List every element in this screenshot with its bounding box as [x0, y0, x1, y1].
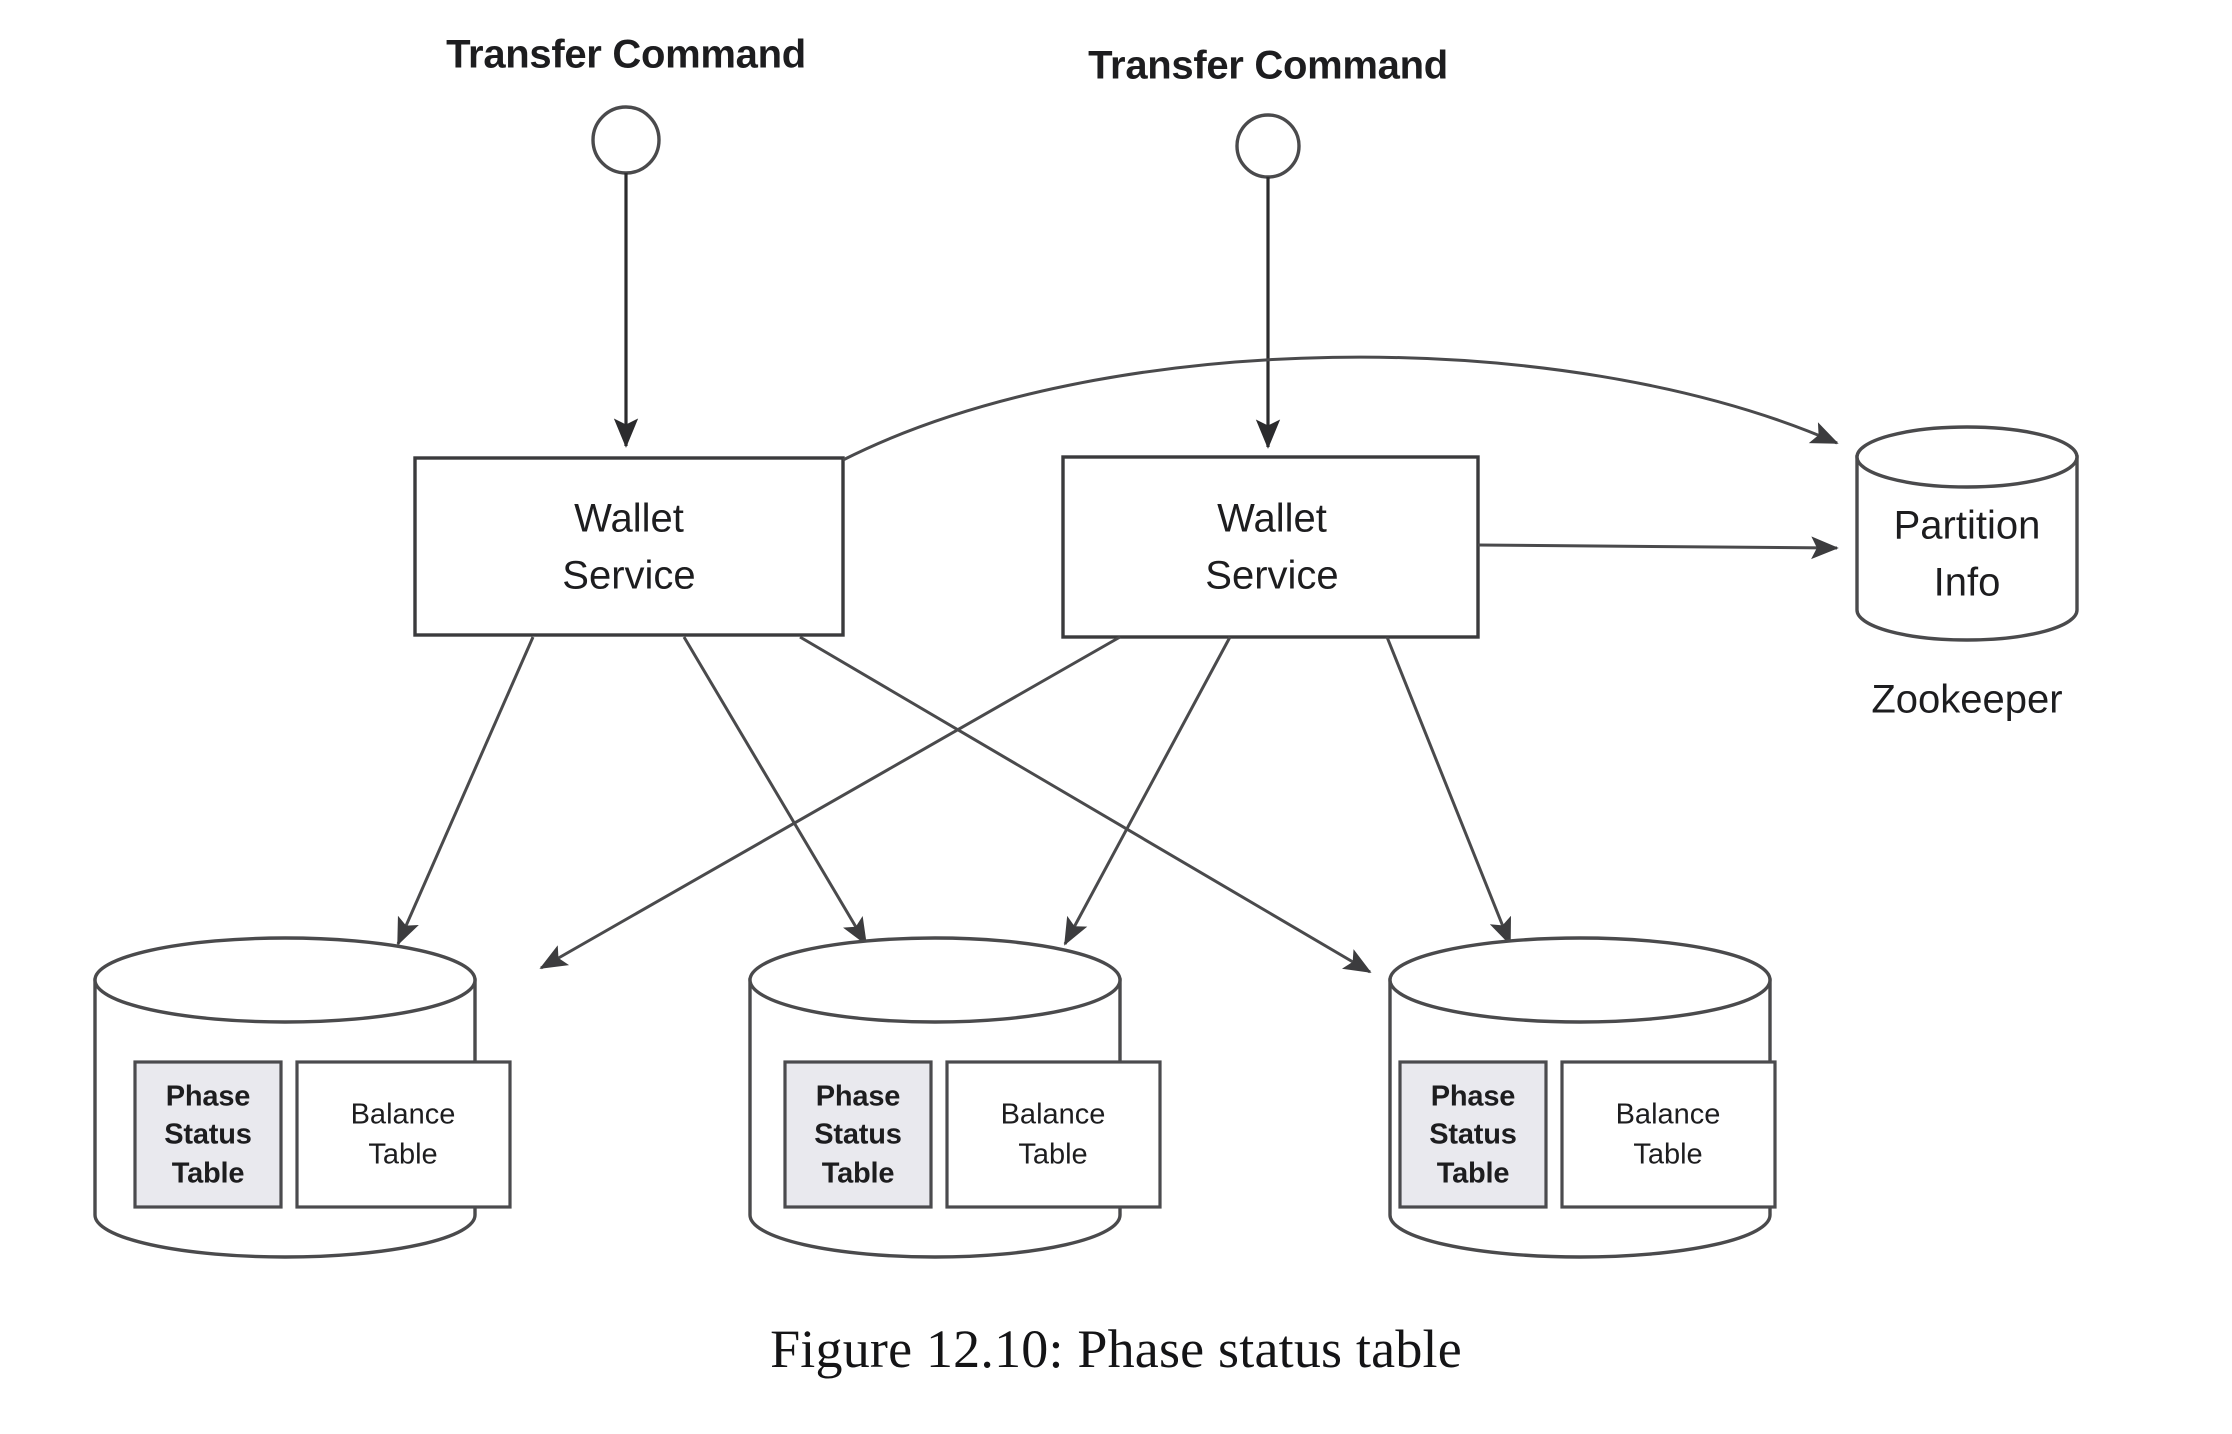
phase-status-line3-db3: Table — [1437, 1158, 1510, 1190]
cylinder-top-ellipse — [93, 936, 477, 1024]
balance-line1-db1: Balance — [351, 1099, 456, 1131]
edge-service1-to-zookeeper — [842, 355, 1839, 462]
edge-service1-to-db3 — [799, 635, 1372, 974]
cylinder-body — [1855, 455, 2079, 642]
phase-status-line1-db2: Phase — [816, 1081, 901, 1113]
phase-status-line1-db1: Phase — [166, 1081, 251, 1113]
phase-status-table-box[interactable] — [133, 1060, 283, 1209]
wallet-service-label-2-line2: Service — [1205, 554, 1338, 598]
phase-status-line2-db1: Status — [164, 1119, 251, 1151]
wallet-service-label-1-line1: Wallet — [574, 497, 684, 541]
wallet-service-box-1[interactable] — [413, 456, 845, 637]
database-cylinder-2[interactable] — [748, 936, 1162, 1259]
edge-service1-to-db2 — [682, 636, 868, 946]
database-cylinder-3[interactable] — [1388, 936, 1777, 1259]
zookeeper-caption: Zookeeper — [1871, 678, 2062, 722]
edge-service2-to-db1 — [539, 635, 1121, 970]
edge-service1-to-db1 — [396, 636, 535, 946]
circle-node-icon — [591, 105, 661, 175]
circle-node-icon — [1235, 113, 1301, 179]
phase-status-line3-db1: Table — [172, 1158, 245, 1190]
balance-table-box[interactable] — [945, 1060, 1162, 1209]
balance-line1-db3: Balance — [1616, 1099, 1721, 1131]
cylinder-top-ellipse — [748, 936, 1122, 1024]
transfer-command-label-1: Transfer Command — [446, 33, 806, 77]
balance-line1-db2: Balance — [1001, 1099, 1106, 1131]
phase-status-table-box[interactable] — [1398, 1060, 1548, 1209]
partition-info-label-line2: Info — [1934, 561, 2001, 605]
cylinder-top-ellipse — [1388, 936, 1772, 1024]
edge-service2-to-db2 — [1063, 636, 1232, 946]
phase-status-line2-db3: Status — [1429, 1119, 1516, 1151]
phase-status-line2-db2: Status — [814, 1119, 901, 1151]
figure-caption: Figure 12.10: Phase status table — [770, 1319, 1462, 1379]
balance-table-box[interactable] — [1560, 1060, 1777, 1209]
phase-status-table-box[interactable] — [783, 1060, 933, 1209]
partition-info-label-line1: Partition — [1894, 504, 2041, 548]
wallet-service-label-1-line2: Service — [562, 554, 695, 598]
transfer-command-label-2: Transfer Command — [1088, 44, 1448, 88]
balance-table-box[interactable] — [295, 1060, 512, 1209]
edge-service2-to-db3 — [1385, 636, 1512, 946]
cylinder-top-ellipse — [1855, 425, 2079, 489]
database-cylinder-1[interactable] — [93, 936, 512, 1259]
balance-line2-db3: Table — [1633, 1139, 1702, 1171]
phase-status-line3-db2: Table — [822, 1158, 895, 1190]
phase-status-line1-db3: Phase — [1431, 1081, 1516, 1113]
command-node-1[interactable] — [591, 105, 661, 175]
wallet-service-box-2[interactable] — [1061, 455, 1480, 639]
balance-line2-db1: Table — [368, 1139, 437, 1171]
edge-service2-to-zookeeper — [1477, 536, 1839, 560]
wallet-service-label-2-line1: Wallet — [1217, 497, 1327, 541]
balance-line2-db2: Table — [1018, 1139, 1087, 1171]
command-node-2[interactable] — [1235, 113, 1301, 179]
zookeeper-cylinder[interactable] — [1855, 425, 2079, 642]
